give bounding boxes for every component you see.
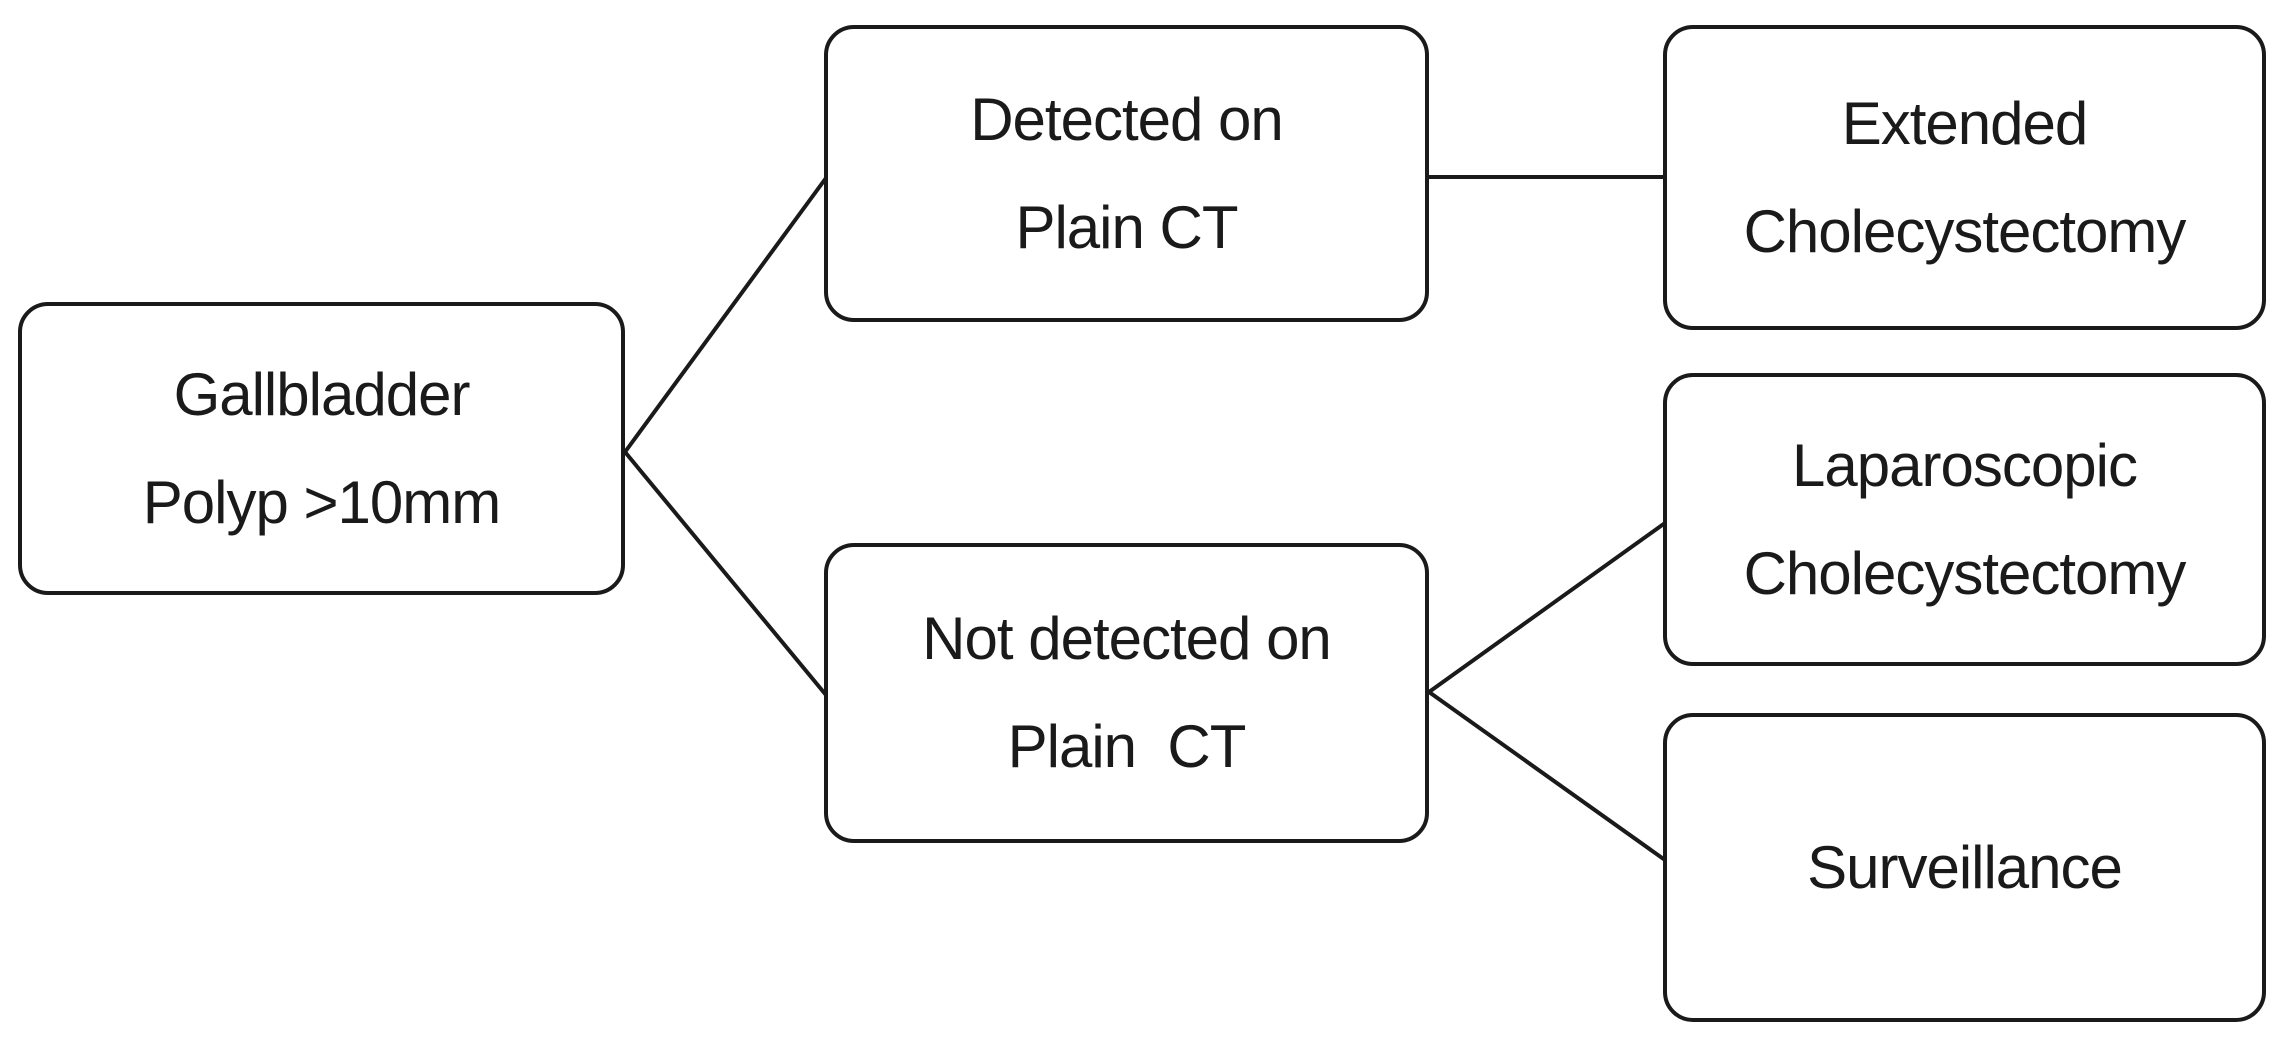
node-extended-cholecystectomy: Extended Cholecystectomy (1663, 25, 2266, 330)
node-label-line: Laparoscopic (1792, 431, 2138, 499)
node-label-line: Polyp >10mm (142, 468, 501, 536)
node-laparoscopic-cholecystectomy: Laparoscopic Cholecystectomy (1663, 373, 2266, 666)
node-label-line: Plain CT (1015, 193, 1238, 261)
connector-gallbladder-to-detected (623, 176, 828, 454)
connector-not-detected-to-laparoscopic (1427, 521, 1667, 694)
node-label-line: Extended (1841, 89, 2089, 157)
node-label-line: Plain CT (1007, 713, 1247, 780)
node-label-line: Not detected on (922, 605, 1332, 672)
node-label-line: Gallbladder (173, 360, 471, 428)
node-detected-plain-ct: Detected on Plain CT (824, 25, 1429, 322)
node-label-line: Cholecystectomy (1743, 197, 2187, 265)
connector-gallbladder-to-not-detected (623, 450, 828, 697)
connector-not-detected-to-surveillance (1427, 690, 1667, 862)
node-label-line: Detected on (970, 85, 1284, 153)
node-label-line: Cholecystectomy (1743, 539, 2187, 607)
node-not-detected-plain-ct: Not detected on Plain CT (824, 543, 1429, 843)
node-gallbladder-polyp: Gallbladder Polyp >10mm (18, 302, 625, 595)
node-surveillance: Surveillance (1663, 713, 2266, 1022)
node-label-line: Surveillance (1807, 833, 2123, 901)
